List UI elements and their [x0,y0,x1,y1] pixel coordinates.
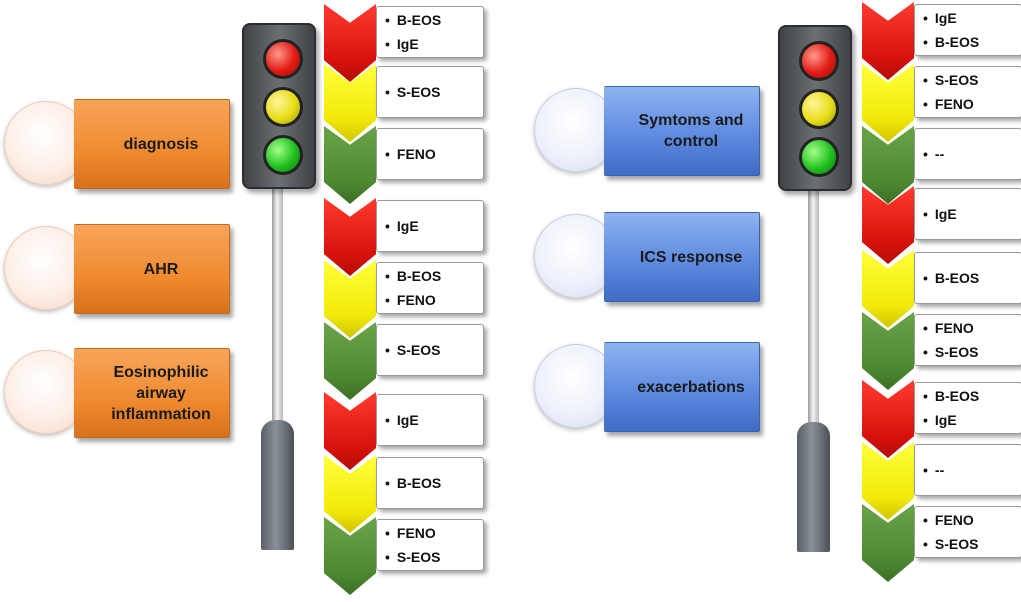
red-lamp-icon [799,41,839,81]
red-chevron-icon [862,380,914,458]
biomarker-item: -- [923,458,1021,482]
green-lamp-icon [263,135,303,175]
biomarker-card: B-EOS [376,457,484,509]
category-label: Symtoms and control [604,86,760,176]
yellow-lamp-icon [263,87,303,127]
left-panel: diagnosis AHR Eosinophilic airway inflam… [0,0,510,602]
biomarker-card: IgE [914,188,1021,240]
category-label: diagnosis [74,99,230,189]
biomarker-item: B-EOS [385,8,483,32]
biomarker-card: FENO [376,128,484,180]
biomarker-item: FENO [385,142,483,166]
biomarker-item: B-EOS [385,471,483,495]
biomarker-item: IgE [385,408,483,432]
biomarker-item: FENO [385,288,483,312]
biomarker-card: FENOS-EOS [914,314,1021,366]
biomarker-card: B-EOS [914,252,1021,304]
category-label: exacerbations [604,342,760,432]
biomarker-card: B-EOSIgE [914,382,1021,434]
biomarker-item: FENO [385,521,483,545]
biomarker-item: IgE [923,408,1021,432]
traffic-light-pole [272,185,283,420]
biomarker-item: S-EOS [923,532,1021,556]
biomarker-item: IgE [923,6,1021,30]
category-label: ICS response [604,212,760,302]
biomarker-card: S-EOS [376,324,484,376]
biomarker-item: B-EOS [923,30,1021,54]
biomarker-item: S-EOS [385,545,483,569]
traffic-light-icon [240,20,320,550]
green-lamp-icon [799,137,839,177]
biomarker-item: S-EOS [923,340,1021,364]
biomarker-card: B-EOSIgE [376,6,484,58]
traffic-light-base [797,422,830,552]
red-chevron-icon [324,392,376,470]
biomarker-item: FENO [923,92,1021,116]
category-label: AHR [74,224,230,314]
biomarker-card: IgEB-EOS [914,4,1021,56]
biomarker-card: FENOS-EOS [914,506,1021,558]
traffic-light-icon [776,22,856,552]
biomarker-card: S-EOSFENO [914,66,1021,118]
biomarker-card: -- [914,444,1021,496]
red-lamp-icon [263,39,303,79]
biomarker-item: -- [923,142,1021,166]
traffic-light-housing [242,23,316,189]
biomarker-item: FENO [923,316,1021,340]
category-label: Eosinophilic airway inflammation [74,348,230,438]
biomarker-card: IgE [376,200,484,252]
biomarker-item: IgE [385,214,483,238]
biomarker-card: S-EOS [376,66,484,118]
red-chevron-icon [324,198,376,276]
biomarker-item: IgE [385,32,483,56]
biomarker-item: B-EOS [923,266,1021,290]
traffic-light-housing [778,25,852,191]
yellow-lamp-icon [799,89,839,129]
red-chevron-icon [862,2,914,80]
biomarker-item: B-EOS [385,264,483,288]
biomarker-item: IgE [923,202,1021,226]
biomarker-item: FENO [923,508,1021,532]
biomarker-item: S-EOS [385,80,483,104]
biomarker-card: IgE [376,394,484,446]
biomarker-card: -- [914,128,1021,180]
biomarker-item: B-EOS [923,384,1021,408]
right-panel: Symtoms and control ICS response exacerb… [528,0,1021,602]
biomarker-card: B-EOSFENO [376,262,484,314]
biomarker-item: S-EOS [923,68,1021,92]
biomarker-card: FENOS-EOS [376,519,484,571]
traffic-light-base [261,420,294,550]
traffic-light-pole [808,187,819,422]
biomarker-item: S-EOS [385,338,483,362]
